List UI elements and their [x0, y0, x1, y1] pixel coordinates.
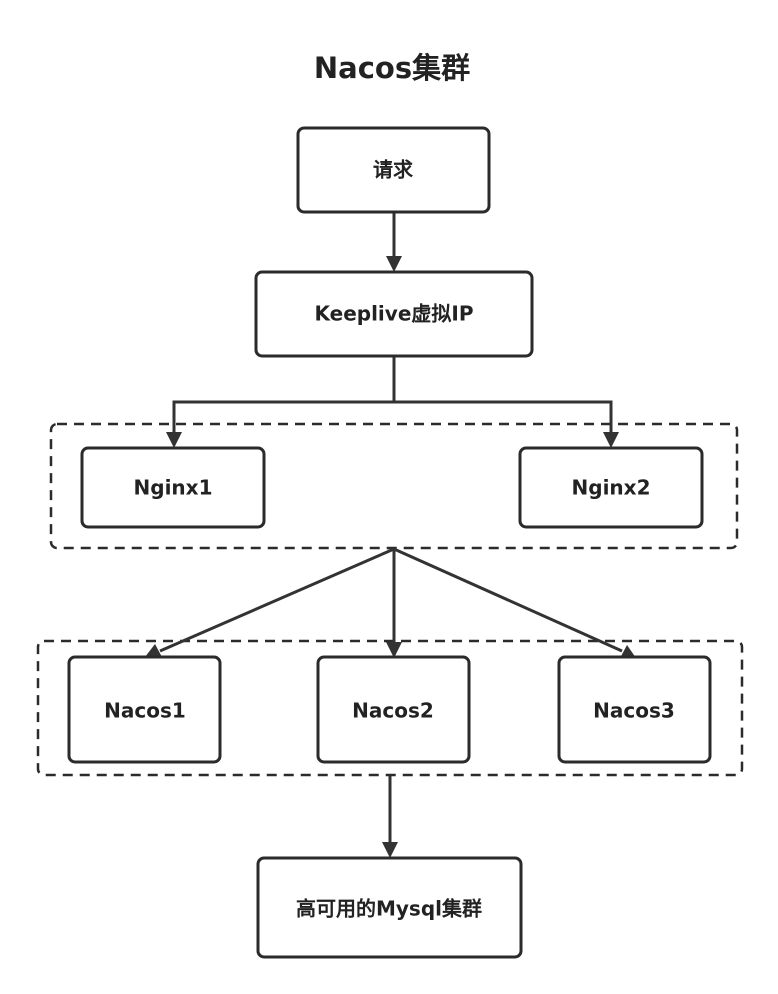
node-nacos2-label: Nacos2 — [352, 699, 434, 723]
arrowhead-nginx2 — [603, 432, 619, 448]
diagram-title: Nacos集群 — [314, 51, 470, 85]
node-request: 请求 — [296, 126, 491, 214]
edge-nginx-nacos3 — [393, 547, 623, 653]
edge-keepalive-nginx2 — [394, 400, 613, 434]
node-keepalive: Keeplive虚拟IP — [254, 270, 534, 358]
node-nacos3: Nacos3 — [557, 655, 712, 764]
arrowhead-nacos1 — [145, 644, 163, 659]
arrowhead-mysql — [382, 842, 398, 858]
node-mysql-label: 高可用的Mysql集群 — [296, 897, 482, 921]
node-nacos3-label: Nacos3 — [593, 699, 675, 723]
edge-keepalive-nginx1 — [172, 357, 396, 434]
node-nginx1-label: Nginx1 — [134, 476, 213, 500]
node-nacos1-label: Nacos1 — [104, 699, 186, 723]
arrowhead-nginx1 — [166, 432, 182, 448]
arrowhead-keepalive — [386, 256, 402, 272]
edge-nginx-nacos1 — [159, 547, 395, 653]
node-nacos1: Nacos1 — [67, 655, 222, 764]
node-mysql: 高可用的Mysql集群 — [256, 856, 523, 959]
node-keepalive-label: Keeplive虚拟IP — [314, 302, 473, 326]
nacos-group — [36, 639, 744, 777]
arrowhead-nacos2 — [386, 642, 402, 658]
node-nginx2-label: Nginx2 — [572, 476, 651, 500]
node-nacos2: Nacos2 — [316, 655, 471, 764]
node-nginx2: Nginx2 — [518, 446, 704, 529]
nginx-group — [49, 422, 739, 550]
node-nginx1: Nginx1 — [80, 446, 266, 529]
node-request-label: 请求 — [373, 158, 414, 182]
